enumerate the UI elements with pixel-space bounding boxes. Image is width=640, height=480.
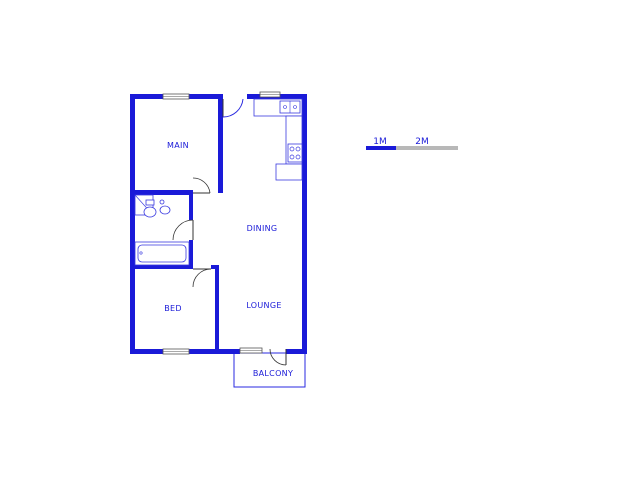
room-label-balcony: BALCONY <box>253 369 293 378</box>
scale-label-2m: 2M <box>415 137 429 147</box>
scale-segment-filled <box>366 146 396 150</box>
basin <box>159 205 171 215</box>
windows <box>162 91 281 355</box>
scale-segment-empty <box>396 146 458 150</box>
scale-bar: 1M 2M <box>366 137 458 150</box>
room-label-bed: BED <box>164 304 182 313</box>
stove <box>287 143 303 163</box>
fridge-space <box>275 163 303 181</box>
room-label-dining: DINING <box>247 224 278 233</box>
room-label-lounge: LOUNGE <box>246 301 281 310</box>
doors <box>172 98 287 366</box>
room-label-main: MAIN <box>167 141 189 150</box>
balcony-outline <box>233 352 306 388</box>
bathroom-fixtures <box>134 194 190 266</box>
scale-label-1m: 1M <box>373 137 387 147</box>
toilet <box>143 206 157 218</box>
kitchen-fixtures <box>253 98 303 181</box>
interior-walls <box>130 94 223 354</box>
